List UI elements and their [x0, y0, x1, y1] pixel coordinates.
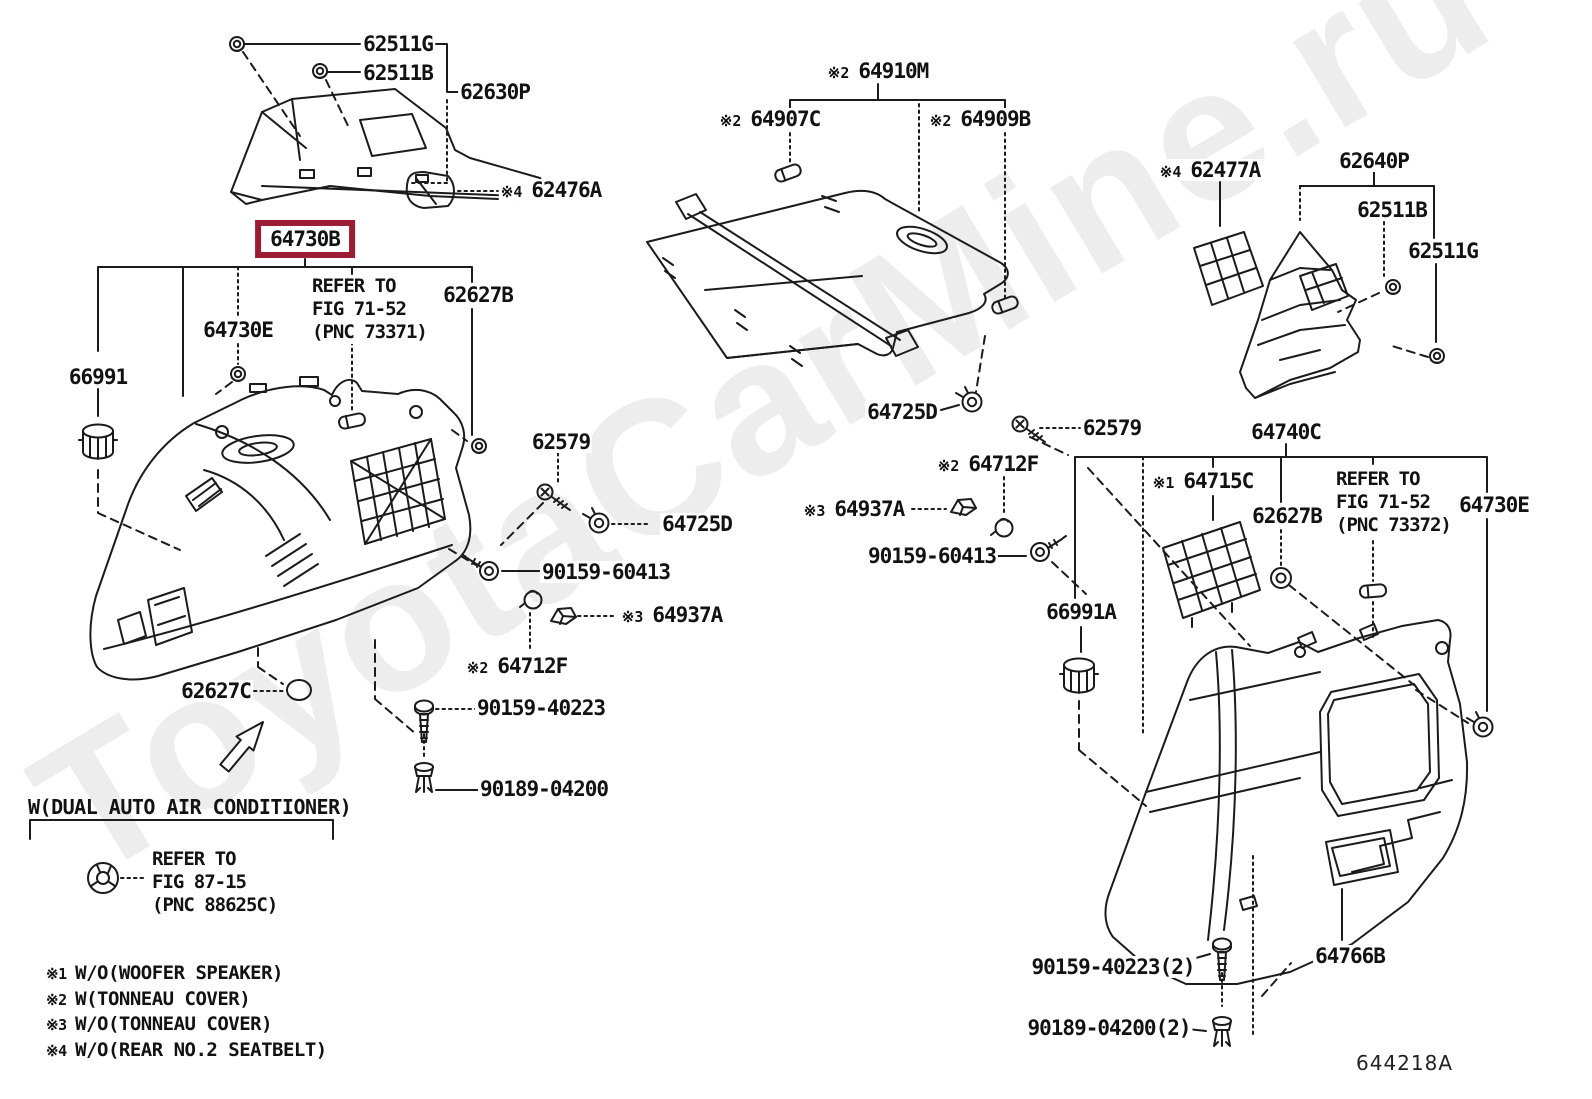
quarter-trim-left-art [89, 376, 472, 681]
note-marker: ※4 [46, 1041, 76, 1060]
part-label-62627B-right[interactable]: 62627B [1250, 503, 1324, 528]
note-marker: ※3 [46, 1016, 76, 1035]
grommet-icon [286, 679, 312, 701]
part-label-64725D-right[interactable]: 64725D [865, 399, 939, 424]
part-label-62627B-left[interactable]: 62627B [441, 282, 515, 307]
part-label-62630P[interactable]: 62630P [458, 79, 532, 104]
part-label-62476A[interactable]: ※4 62476A [498, 177, 604, 202]
footnote: ※3 W/O(TONNEAU COVER) [46, 1013, 273, 1036]
part-label-64907C[interactable]: ※2 64907C [717, 106, 823, 131]
note-marker: ※1 [46, 965, 76, 983]
callout-lines-dotted [120, 99, 1385, 1039]
part-label-64937A-left[interactable]: ※3 64937A [619, 602, 725, 627]
part-label-62640P[interactable]: 62640P [1337, 148, 1411, 173]
part-label-90189-04200-left[interactable]: 90189-04200 [477, 776, 611, 801]
footnote: ※1 W/O(WOOFER SPEAKER) [46, 962, 283, 984]
tonneau-cover-art [646, 190, 1009, 367]
part-label-64740C[interactable]: 64740C [1249, 419, 1323, 444]
direction-arrow [219, 721, 264, 773]
part-label-90159-40223-2[interactable]: 90159-40223(2) [1029, 954, 1197, 979]
part-label-66991[interactable]: 66991 [66, 364, 130, 389]
condition-label: W(DUAL AUTO AIR CONDITIONER) [28, 795, 352, 819]
part-label-64712F-right[interactable]: ※2 64712F [935, 451, 1041, 476]
note-marker: ※3 [803, 501, 835, 520]
note-marker: ※1 [1152, 473, 1184, 492]
part-label-90159-60413-right[interactable]: 90159-60413 [865, 543, 999, 568]
part-label-64725D-left[interactable]: 64725D [660, 511, 734, 536]
part-label-62477A[interactable]: ※4 62477A [1157, 157, 1263, 182]
pad-64715C-art [1162, 521, 1261, 628]
footnote: ※4 W/O(REAR NO.2 SEATBELT) [46, 1038, 327, 1061]
part-label-64766B[interactable]: 64766B [1313, 943, 1387, 968]
grommet-icon [87, 862, 119, 894]
part-label-90159-60413-left[interactable]: 90159-60413 [539, 559, 673, 584]
note-marker: ※2 [466, 658, 498, 677]
note-marker: ※4 [500, 182, 532, 201]
note-marker: ※2 [46, 990, 76, 1009]
condition-bracket [29, 819, 334, 840]
rear-pillar-garnish-right-art [1193, 231, 1361, 399]
part-label-64909B[interactable]: ※2 64909B [927, 106, 1033, 131]
note-marker: ※4 [1159, 162, 1191, 181]
diagram-code: 644218A [1356, 1051, 1454, 1075]
footnotes: ※1 W/O(WOOFER SPEAKER) ※2 W(TONNEAU COVER… [46, 961, 327, 1063]
part-label-62511B-left[interactable]: 62511B [361, 60, 435, 85]
part-label-90189-04200-2[interactable]: 90189-04200(2) [1025, 1015, 1193, 1040]
grommet-icon [1270, 567, 1292, 589]
note-marker: ※2 [719, 111, 751, 130]
part-label-64937A-right[interactable]: ※3 64937A [801, 496, 907, 521]
callout-lines-solid [29, 43, 1488, 1032]
part-label-62511G-right[interactable]: 62511G [1406, 238, 1480, 263]
pad-62477A-art [1193, 231, 1264, 306]
part-label-62511B-right[interactable]: 62511B [1355, 197, 1429, 222]
part-label-64730E-right[interactable]: 64730E [1457, 492, 1531, 517]
part-label-62579-left[interactable]: 62579 [529, 429, 593, 454]
footnote: ※2 W(TONNEAU COVER) [46, 987, 251, 1010]
part-label-62511G-left[interactable]: 62511G [361, 31, 435, 56]
part-label-64712F-left[interactable]: ※2 64712F [464, 653, 570, 678]
note-marker: ※3 [621, 607, 653, 626]
bolt-icon [462, 554, 499, 581]
part-label-66991A[interactable]: 66991A [1044, 599, 1118, 624]
fastener-icons [78, 34, 1494, 1047]
note-marker: ※2 [929, 111, 961, 130]
part-label-64730E-left[interactable]: 64730E [201, 317, 275, 342]
note-marker: ※2 [937, 456, 969, 475]
part-label-64910M[interactable]: ※2 64910M [825, 58, 931, 83]
part-label-62579-right[interactable]: 62579 [1080, 415, 1144, 440]
part-label-64730B[interactable]: 64730B [255, 219, 355, 259]
part-label-62627C[interactable]: 62627C [179, 678, 253, 703]
part-label-64715C[interactable]: ※1 64715C [1150, 468, 1256, 493]
bolt-icon [1030, 535, 1067, 562]
note-marker: ※2 [827, 63, 859, 82]
part-label-90159-40223-left[interactable]: 90159-40223 [474, 695, 608, 720]
fit-lines-dashed [97, 51, 1469, 997]
quarter-trim-right-art [1104, 619, 1469, 985]
